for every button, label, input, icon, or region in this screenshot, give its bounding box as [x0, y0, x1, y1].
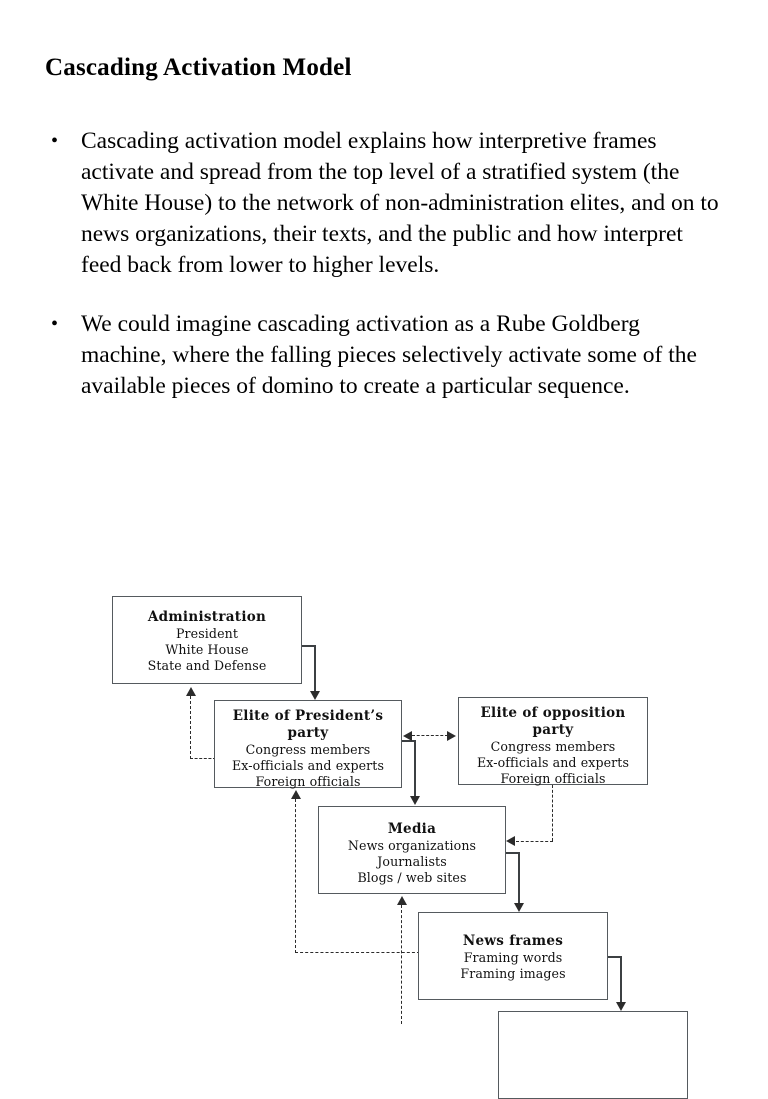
box-line-2: Ex-officials and experts	[231, 758, 385, 773]
bullet-text: Cascading activation model explains how …	[81, 128, 719, 278]
box-line-1: Congress members	[490, 739, 616, 754]
arrowhead-to-elite-opposition	[447, 731, 456, 741]
box-title: Elite of President’s party	[232, 708, 384, 741]
box-line-2: White House	[165, 642, 249, 657]
bullet-list: • Cascading activation model explains ho…	[45, 126, 725, 430]
connector-news-frames-to-public-horizontal	[608, 956, 622, 958]
box-title: Administration	[147, 609, 267, 625]
list-item: • Cascading activation model explains ho…	[45, 126, 725, 281]
box-line-1: News organizations	[347, 838, 477, 853]
page-title: Cascading Activation Model	[45, 54, 352, 81]
connector-media-to-news-frames-horizontal	[506, 852, 520, 854]
box-line-2: Journalists	[377, 854, 447, 869]
box-title: Elite of opposition party	[480, 705, 626, 738]
box-line-1: Framing words	[463, 950, 563, 965]
connector-admin-to-elite-president-horizontal	[302, 645, 316, 647]
bullet-icon: •	[51, 313, 59, 335]
connector-elite-parties-bidirectional	[412, 735, 448, 736]
arrowhead-to-elite-president	[403, 731, 412, 741]
box-title: News frames	[462, 933, 564, 949]
box-title: Media	[387, 821, 437, 837]
arrowhead-feedback-to-administration	[186, 687, 196, 696]
box-line-2: Framing images	[460, 966, 566, 981]
connector-elite-president-to-media-vertical	[414, 740, 416, 797]
arrowhead-feedback-to-elite-president	[291, 790, 301, 799]
diagram-box-elite-of-opposition-party[interactable]: Elite of opposition party Congress membe…	[458, 697, 648, 786]
feedback-elite-president-to-admin-vertical	[190, 696, 191, 759]
arrowhead-feedback-to-media	[397, 896, 407, 905]
feedback-public-to-media-vertical	[401, 905, 402, 1024]
connector-media-to-news-frames-vertical	[518, 852, 520, 904]
feedback-elite-president-to-admin-horizontal	[190, 758, 216, 759]
arrowhead-media-to-news-frames	[514, 903, 524, 912]
connector-elite-opposition-to-media-horizontal	[516, 841, 553, 842]
connector-elite-opposition-to-media-vertical	[552, 785, 553, 841]
arrowhead-elite-president-to-media	[410, 796, 420, 805]
connector-news-frames-to-public-vertical	[620, 956, 622, 1004]
slide-page: { "slide": { "title": "Cascading Activat…	[45, 54, 725, 1099]
box-line-1: Congress members	[245, 742, 371, 757]
connector-elite-president-to-media-horizontal	[402, 740, 416, 742]
diagram-box-elite-of-presidents-party[interactable]: Elite of President’s party Congress memb…	[214, 700, 402, 789]
bullet-text: We could imagine cascading activation as…	[81, 311, 697, 399]
diagram-box-news-frames[interactable]: News frames Framing words Framing images	[418, 912, 608, 1000]
box-line-2: Ex-officials and experts	[476, 755, 630, 770]
diagram-box-cropped-bottom[interactable]	[498, 1011, 688, 1099]
diagram-box-media[interactable]: Media News organizations Journalists Blo…	[318, 806, 506, 894]
box-line-3: Foreign officials	[500, 771, 606, 786]
connector-admin-to-elite-president-vertical	[314, 645, 316, 692]
arrowhead-news-frames-to-public	[616, 1002, 626, 1011]
arrowhead-elite-opposition-to-media	[506, 836, 515, 846]
box-line-3: Blogs / web sites	[357, 870, 467, 885]
arrowhead-admin-to-elite-president	[310, 691, 320, 700]
diagram-box-administration[interactable]: Administration President White House Sta…	[112, 596, 302, 684]
box-line-3: State and Defense	[147, 658, 267, 673]
box-line-3: Foreign officials	[255, 774, 361, 789]
feedback-news-frames-to-elite-president-vertical	[295, 799, 296, 953]
feedback-news-frames-to-elite-president-horizontal	[295, 952, 420, 953]
bullet-icon: •	[51, 130, 59, 152]
box-line-1: President	[175, 626, 239, 641]
list-item: • We could imagine cascading activation …	[45, 309, 725, 402]
